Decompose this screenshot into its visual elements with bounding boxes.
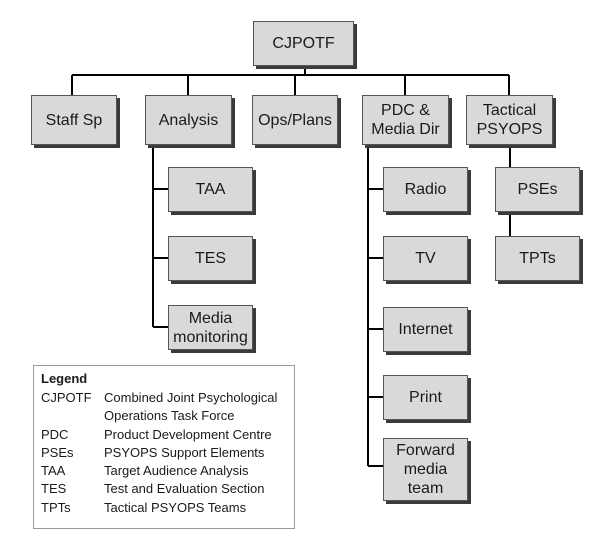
legend-abbr: CJPOTF bbox=[41, 390, 92, 405]
legend-box: Legend CJPOTF Combined Joint Psychologic… bbox=[33, 365, 295, 529]
node-print: Print bbox=[383, 375, 468, 420]
node-tpts: TPTs bbox=[495, 236, 580, 281]
legend-definition: Operations Task Force bbox=[104, 408, 235, 423]
node-tv: TV bbox=[383, 236, 468, 281]
legend-definition: Combined Joint Psychological bbox=[104, 390, 278, 405]
node-ops-plans: Ops/Plans bbox=[252, 95, 338, 145]
legend-abbr: TPTs bbox=[41, 500, 71, 515]
node-pses: PSEs bbox=[495, 167, 580, 212]
node-forward-media-team: Forward media team bbox=[383, 438, 468, 501]
node-radio: Radio bbox=[383, 167, 468, 212]
node-tes: TES bbox=[168, 236, 253, 281]
legend-definition: PSYOPS Support Elements bbox=[104, 445, 265, 460]
node-staff-sp: Staff Sp bbox=[31, 95, 117, 145]
legend-definition: Tactical PSYOPS Teams bbox=[104, 500, 247, 515]
legend-abbr: PSEs bbox=[41, 445, 74, 460]
legend-abbr: TES bbox=[41, 481, 67, 496]
legend-title: Legend bbox=[41, 371, 88, 386]
node-internet: Internet bbox=[383, 307, 468, 352]
legend-definition: Product Development Centre bbox=[104, 427, 272, 442]
legend-abbr: TAA bbox=[41, 463, 66, 478]
legend-definition: Target Audience Analysis bbox=[104, 463, 249, 478]
node-pdc-media-dir: PDC & Media Dir bbox=[362, 95, 449, 145]
node-media-monitoring: Media monitoring bbox=[168, 305, 253, 350]
node-taa: TAA bbox=[168, 167, 253, 212]
node-tactical-psyops: Tactical PSYOPS bbox=[466, 95, 553, 145]
legend-definition: Test and Evaluation Section bbox=[104, 481, 265, 496]
node-analysis: Analysis bbox=[145, 95, 232, 145]
node-cjpotf: CJPOTF bbox=[253, 21, 354, 66]
legend-abbr: PDC bbox=[41, 427, 69, 442]
